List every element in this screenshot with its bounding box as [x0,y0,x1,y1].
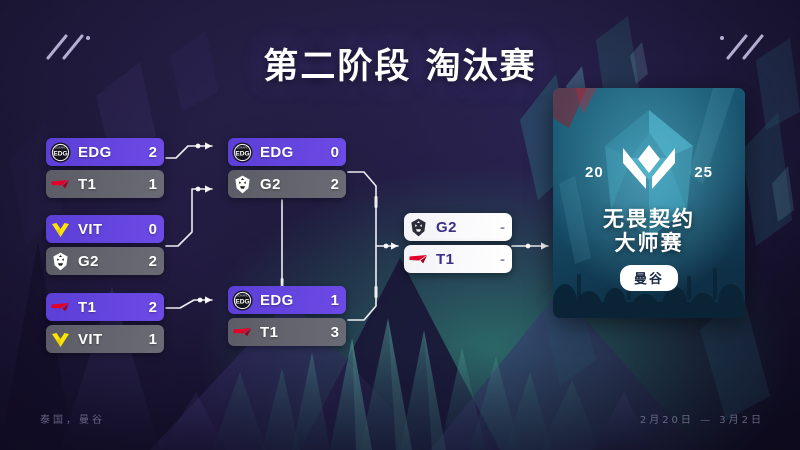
footer-dates: 2月20日 — 3月2日 [639,415,764,426]
match-card[interactable]: EDG EDWARD EDG 2 T1 1 [46,138,164,202]
match-card[interactable]: T1 2 VIT 1 [46,293,164,357]
tournament-poster-card[interactable]: 20 25 无畏契约 大师赛 曼谷 [553,88,745,318]
match-row[interactable]: G2 - [404,213,512,241]
g2-logo-icon [408,217,429,238]
team-score: 0 [330,143,339,161]
poster-year-right: 25 [694,164,713,181]
match-card[interactable]: EDG EDWARD EDG 0 G2 2 [228,138,346,202]
match-row[interactable]: VIT 1 [46,325,164,353]
team-name: VIT [78,330,103,348]
t1-logo-icon [408,249,429,270]
team-score: - [500,250,505,268]
team-score: 2 [148,298,157,316]
match-card-final[interactable]: G2 - T1 - [404,213,512,277]
t1-logo-icon [50,174,71,195]
team-score: 2 [148,252,157,270]
team-name: EDG [260,143,294,161]
svg-text:EDWARD: EDWARD [237,293,249,297]
svg-text:EDG: EDG [53,150,67,157]
match-row[interactable]: T1 1 [46,170,164,198]
poster-title: 无畏契约 大师赛 [603,207,695,255]
poster-title-line2: 大师赛 [614,230,684,255]
vit-logo-icon [50,329,71,350]
team-name: T1 [78,298,97,316]
team-name: T1 [78,175,97,193]
team-score: 2 [148,143,157,161]
poster-year-left: 20 [585,164,604,181]
match-row[interactable]: EDG EDWARD EDG 2 [46,138,164,166]
match-row[interactable]: EDG EDWARD EDG 1 [228,286,346,314]
edg-logo-icon: EDG EDWARD [232,142,253,163]
team-score: 1 [330,291,339,309]
match-card[interactable]: EDG EDWARD EDG 1 T1 3 [228,286,346,350]
team-score: 0 [148,220,157,238]
edg-logo-icon: EDG EDWARD [50,142,71,163]
match-row[interactable]: G2 2 [46,247,164,275]
match-row[interactable]: VIT 0 [46,215,164,243]
team-name: EDG [78,143,112,161]
match-row[interactable]: T1 - [404,245,512,273]
team-name: G2 [78,252,99,270]
match-row[interactable]: T1 2 [46,293,164,321]
g2-logo-icon [232,174,253,195]
match-card[interactable]: VIT 0 G2 2 [46,215,164,279]
diagonal-slashes-icon [720,34,764,60]
page-title: 第二阶段 淘汰赛 [263,47,537,87]
svg-text:EDG: EDG [235,150,249,157]
diagonal-slashes-icon [46,34,90,60]
valorant-masters-logo-icon: 20 25 [569,142,729,200]
t1-logo-icon [232,322,253,343]
svg-text:EDWARD: EDWARD [55,145,67,149]
team-name: G2 [436,218,457,236]
vit-logo-icon [50,219,71,240]
team-score: 2 [330,175,339,193]
team-score: - [500,218,505,236]
match-row[interactable]: G2 2 [228,170,346,198]
match-row[interactable]: EDG EDWARD EDG 0 [228,138,346,166]
team-name: T1 [260,323,279,341]
g2-logo-icon [50,251,71,272]
team-score: 1 [148,175,157,193]
team-score: 3 [330,323,339,341]
team-score: 1 [148,330,157,348]
t1-logo-icon [50,297,71,318]
team-name: G2 [260,175,281,193]
svg-text:EDWARD: EDWARD [237,145,249,149]
team-name: EDG [260,291,294,309]
match-row[interactable]: T1 3 [228,318,346,346]
team-name: VIT [78,220,103,238]
poster-title-line1: 无畏契约 [603,207,695,231]
team-name: T1 [436,250,455,268]
edg-logo-icon: EDG EDWARD [232,290,253,311]
footer-location: 泰国，曼谷 [40,415,105,426]
poster-city-badge: 曼谷 [619,265,678,292]
svg-text:EDG: EDG [235,298,249,305]
